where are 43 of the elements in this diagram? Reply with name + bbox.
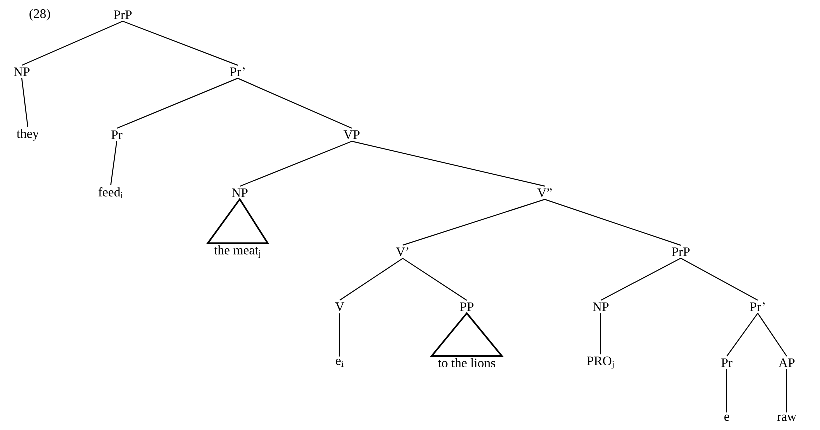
branch-line [116,78,238,130]
branch-line [340,258,404,301]
branch-line [600,312,602,356]
tree-label: V’ [396,248,409,256]
example-number: (28) [30,9,50,21]
branch-line [680,258,758,301]
tree-label: raw [778,414,797,422]
branch-line [402,258,468,302]
tree-label: VP [344,130,360,140]
tree-label: AP [778,358,795,368]
tree-label: Pr’ [230,68,245,76]
tree-label: NP [232,188,248,198]
branch-line [110,140,118,186]
tree-label: PRO$_{j}$ [587,356,614,370]
tree-label: they [16,129,40,141]
tree-label: to the lions [438,358,496,368]
branch-line [600,258,682,302]
tree-label: PP [460,302,474,312]
tree-label: V” [538,188,552,198]
tree-label: V [335,302,345,312]
branch-line [122,20,238,66]
branch-line [22,78,28,128]
branch-line [786,368,788,414]
tree-label: Pr’ [750,302,765,312]
tree-label: e$_{i}$ [336,358,344,367]
tree-label: PrP [114,10,132,20]
tree-label: PrP [672,248,690,256]
branch-line [352,141,546,187]
branch-line [544,199,682,246]
tree-label: Pr [112,130,123,140]
branch-line [726,368,728,414]
branch-line [726,313,758,358]
branch-line [758,313,788,357]
tree-label: the meat$_{j}$ [214,246,260,258]
branch-line [22,20,124,66]
branch-line [240,141,352,188]
branch-line [402,199,546,246]
tree-label: feed$_{i}$ [98,187,124,199]
tree-label: Pr [722,358,733,368]
tree-label: NP [593,302,609,312]
branch-line [238,78,352,129]
tree-label: NP [14,68,30,76]
tree-label: e [724,414,730,422]
